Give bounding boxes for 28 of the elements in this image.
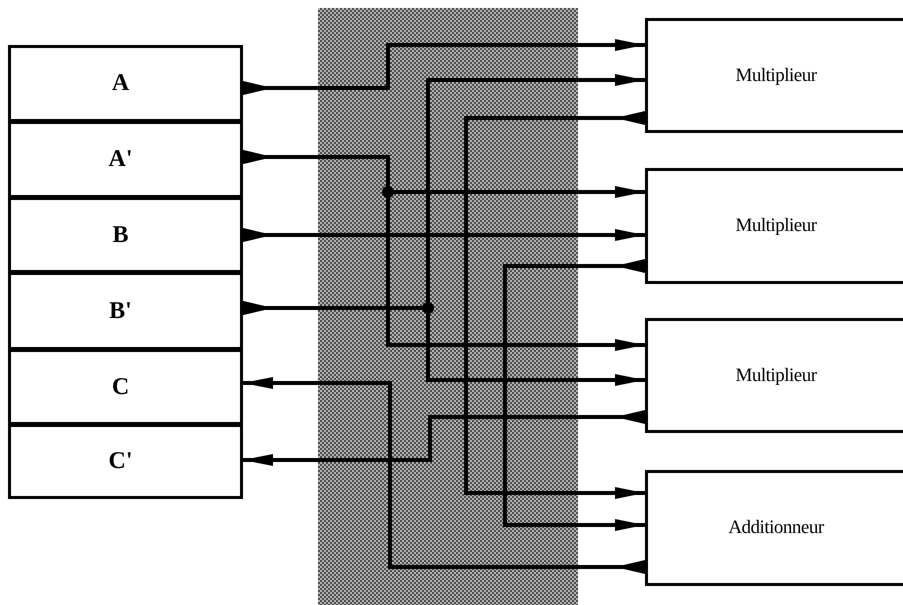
arrow bbox=[243, 410, 645, 466]
register-cell bbox=[8, 424, 243, 499]
arrow bbox=[464, 111, 645, 499]
register-cell bbox=[8, 197, 243, 273]
arrow bbox=[243, 39, 645, 95]
unit-box bbox=[645, 318, 903, 433]
register-cell bbox=[8, 121, 243, 198]
arrow bbox=[243, 377, 645, 574]
arrow bbox=[243, 150, 645, 351]
register-label: C' bbox=[108, 448, 132, 475]
unit-label: Multiplieur bbox=[735, 215, 817, 237]
register-label: C bbox=[112, 374, 130, 400]
unit-box bbox=[645, 18, 903, 133]
unit-box bbox=[645, 168, 903, 284]
register-label: B bbox=[112, 222, 128, 248]
register-label: A bbox=[112, 70, 130, 97]
arrow bbox=[243, 228, 645, 242]
register-label: B' bbox=[109, 298, 132, 324]
register-cell bbox=[8, 349, 243, 425]
register-label: A' bbox=[108, 146, 132, 173]
unit-label: Multiplieur bbox=[735, 364, 817, 386]
register-cell bbox=[8, 45, 243, 122]
unit-box bbox=[645, 470, 903, 586]
arrow bbox=[503, 259, 645, 531]
arrow bbox=[243, 301, 645, 386]
unit-label: Additionneur bbox=[728, 517, 824, 539]
unit-label: Multiplieur bbox=[735, 64, 817, 86]
register-cell bbox=[8, 272, 243, 350]
